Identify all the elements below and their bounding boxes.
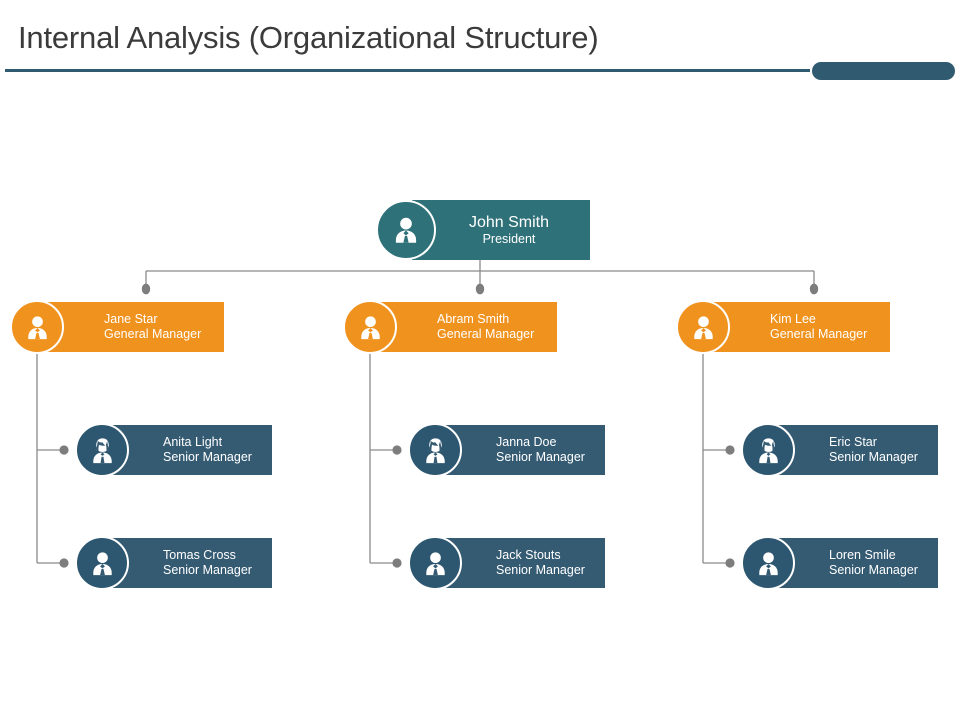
org-node-sm-1-1-bar: Jack Stouts Senior Manager: [434, 538, 605, 588]
org-node-gm-1[interactable]: Abram Smith General Manager: [343, 300, 557, 354]
org-node-sm-0-0-role: Senior Manager: [163, 450, 252, 464]
org-node-sm-1-1-role: Senior Manager: [496, 563, 585, 577]
org-node-gm-0-role: General Manager: [104, 327, 202, 341]
org-node-sm-0-1-name: Tomas Cross: [163, 547, 236, 562]
org-node-gm-0[interactable]: Jane Star General Manager: [10, 300, 224, 354]
org-node-sm-1-0-role: Senior Manager: [496, 450, 585, 464]
org-node-sm-2-1-bar: Loren Smile Senior Manager: [767, 538, 938, 588]
org-node-sm-2-0-bar: Eric Star Senior Manager: [767, 425, 938, 475]
person-male-icon: [10, 300, 64, 354]
org-node-sm-1-0-bar: Janna Doe Senior Manager: [434, 425, 605, 475]
org-node-sm-2-0-role: Senior Manager: [829, 450, 918, 464]
org-node-sm-2-1-name: Loren Smile: [829, 547, 896, 562]
header-divider: [5, 69, 810, 72]
connector-dot: [392, 558, 402, 568]
org-node-gm-2-bar: Kim Lee General Manager: [702, 302, 890, 352]
org-node-root[interactable]: John Smith President: [376, 200, 590, 260]
org-node-gm-1-bar: Abram Smith General Manager: [369, 302, 557, 352]
org-node-gm-1-role: General Manager: [437, 327, 535, 341]
org-node-sm-0-1-bar: Tomas Cross Senior Manager: [101, 538, 272, 588]
person-female-icon: [408, 423, 462, 477]
org-node-sm-1-1-name: Jack Stouts: [496, 547, 561, 562]
person-male-icon: [343, 300, 397, 354]
connector-dot: [725, 445, 735, 455]
header-accent-bar: [812, 62, 955, 80]
connector-dot: [809, 283, 819, 295]
org-node-sm-0-0[interactable]: Anita Light Senior Manager: [75, 423, 272, 477]
org-node-sm-1-1[interactable]: Jack Stouts Senior Manager: [408, 536, 605, 590]
person-female-icon: [75, 423, 129, 477]
org-node-sm-1-0-name: Janna Doe: [496, 434, 557, 449]
org-node-sm-0-1[interactable]: Tomas Cross Senior Manager: [75, 536, 272, 590]
org-node-sm-2-1[interactable]: Loren Smile Senior Manager: [741, 536, 938, 590]
org-node-sm-2-0-name: Eric Star: [829, 434, 877, 449]
connector-dot: [392, 445, 402, 455]
org-node-gm-0-name: Jane Star: [104, 311, 158, 326]
org-node-sm-1-0[interactable]: Janna Doe Senior Manager: [408, 423, 605, 477]
org-node-root-name: John Smith: [468, 213, 550, 231]
person-female-icon: [741, 423, 795, 477]
org-node-gm-2[interactable]: Kim Lee General Manager: [676, 300, 890, 354]
org-node-sm-0-0-name: Anita Light: [163, 434, 223, 449]
person-male-icon: [408, 536, 462, 590]
org-node-root-role: President: [482, 232, 536, 247]
connector-dot: [725, 558, 735, 568]
org-node-root-bar: John Smith President: [412, 200, 590, 260]
person-male-icon: [676, 300, 730, 354]
connector-dot: [59, 445, 69, 455]
org-node-gm-0-bar: Jane Star General Manager: [36, 302, 224, 352]
connector-dot: [141, 283, 151, 295]
person-male-icon: [376, 200, 436, 260]
person-male-icon: [741, 536, 795, 590]
org-node-sm-0-0-bar: Anita Light Senior Manager: [101, 425, 272, 475]
connector-dot: [475, 283, 485, 295]
org-node-sm-2-1-role: Senior Manager: [829, 563, 918, 577]
org-node-gm-1-name: Abram Smith: [437, 311, 510, 326]
org-node-gm-2-role: General Manager: [770, 327, 868, 341]
connector-dot: [59, 558, 69, 568]
org-node-sm-2-0[interactable]: Eric Star Senior Manager: [741, 423, 938, 477]
person-male-icon: [75, 536, 129, 590]
org-node-gm-2-name: Kim Lee: [770, 311, 816, 326]
org-node-sm-0-1-role: Senior Manager: [163, 563, 252, 577]
page-title: Internal Analysis (Organizational Struct…: [18, 20, 599, 55]
